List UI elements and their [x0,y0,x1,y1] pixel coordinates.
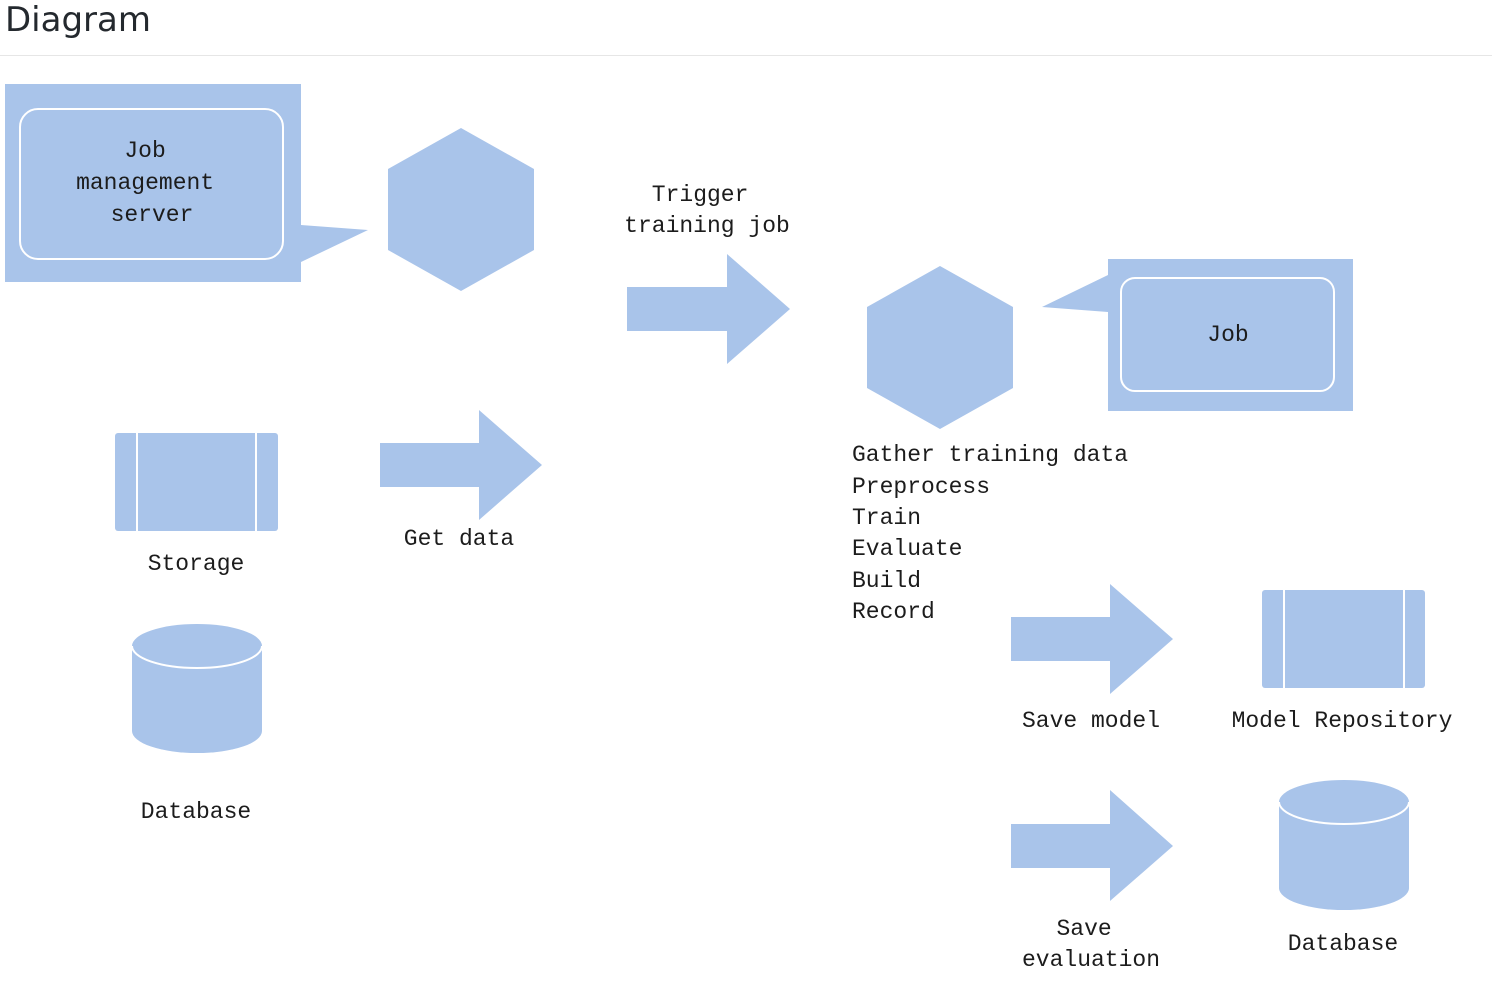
storage-icon [115,433,278,531]
step-evaluate: Evaluate [852,536,962,562]
hexagon-node-right [867,266,1013,429]
storage-node: Storage [115,433,278,577]
database-left-node: Database [131,624,263,825]
step-record: Record [852,599,935,625]
database-rim [1278,801,1410,825]
title-divider [0,55,1492,56]
save-model-label: Save model [1022,708,1160,734]
label-line: management [76,170,214,196]
database-right-node: Database [1278,780,1410,957]
job-steps-list: Gather training data Preprocess Train Ev… [852,442,1142,625]
arrow-right-icon [627,254,790,364]
job-management-server-callout: Job management server [5,84,368,282]
label-line: training job [624,213,790,239]
save-evaluation-label: Save evaluation [1022,916,1160,973]
callout-shape [1042,259,1353,411]
model-repository-label: Model Repository [1232,708,1453,734]
database-right-label: Database [1288,931,1398,957]
callout-inner-frame [19,108,284,260]
page-title: Diagram [5,0,151,40]
arrow-right-icon [1011,584,1173,694]
database-rim [131,645,263,669]
label-line: Trigger [652,182,749,208]
database-left-label: Database [141,799,251,825]
trigger-training-job-arrow: Trigger training job [624,182,790,364]
get-data-label: Get data [404,526,515,552]
trigger-training-job-label: Trigger training job [624,182,790,239]
job-management-server-label: Job management server [76,138,228,228]
step-gather-training-data: Gather training data [852,442,1128,468]
step-train: Train [852,505,921,531]
callout-inner-frame [1120,277,1335,392]
job-callout: Job [1042,259,1353,411]
arrow-right-icon [380,410,542,520]
job-label: Job [1207,322,1248,348]
label-line: Save [1056,916,1111,942]
step-preprocess: Preprocess [852,474,990,500]
hexagon-node-left [388,128,534,291]
label-line: Job [1207,322,1248,348]
model-repository-node: Model Repository [1232,590,1453,734]
save-evaluation-arrow: Save evaluation [1011,790,1173,973]
get-data-arrow: Get data [380,410,542,552]
database-icon [1279,780,1409,910]
label-line: Job [124,138,165,164]
label-line: evaluation [1022,947,1160,973]
step-build: Build [852,568,921,594]
database-icon [132,624,262,753]
storage-label: Storage [148,551,245,577]
model-repository-icon [1262,590,1425,688]
save-model-arrow: Save model [1011,584,1173,734]
callout-shape [5,84,368,282]
label-line: server [111,202,194,228]
arrow-right-icon [1011,790,1173,901]
